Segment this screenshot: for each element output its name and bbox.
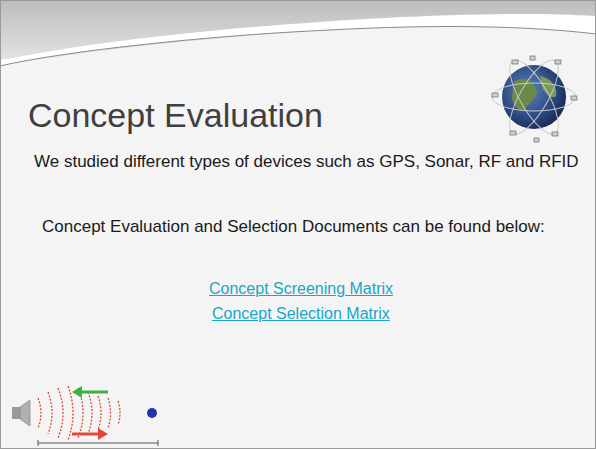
document-link: Concept Screening Matrix <box>209 280 393 298</box>
document-link: Concept Selection Matrix <box>212 305 390 323</box>
sonar-illustration <box>12 386 158 446</box>
body-paragraph: We studied different types of devices su… <box>34 151 590 172</box>
gps-globe <box>492 54 577 142</box>
body-paragraph: Concept Evaluation and Selection Documen… <box>42 216 588 237</box>
slide-title: Concept Evaluation <box>28 96 323 135</box>
